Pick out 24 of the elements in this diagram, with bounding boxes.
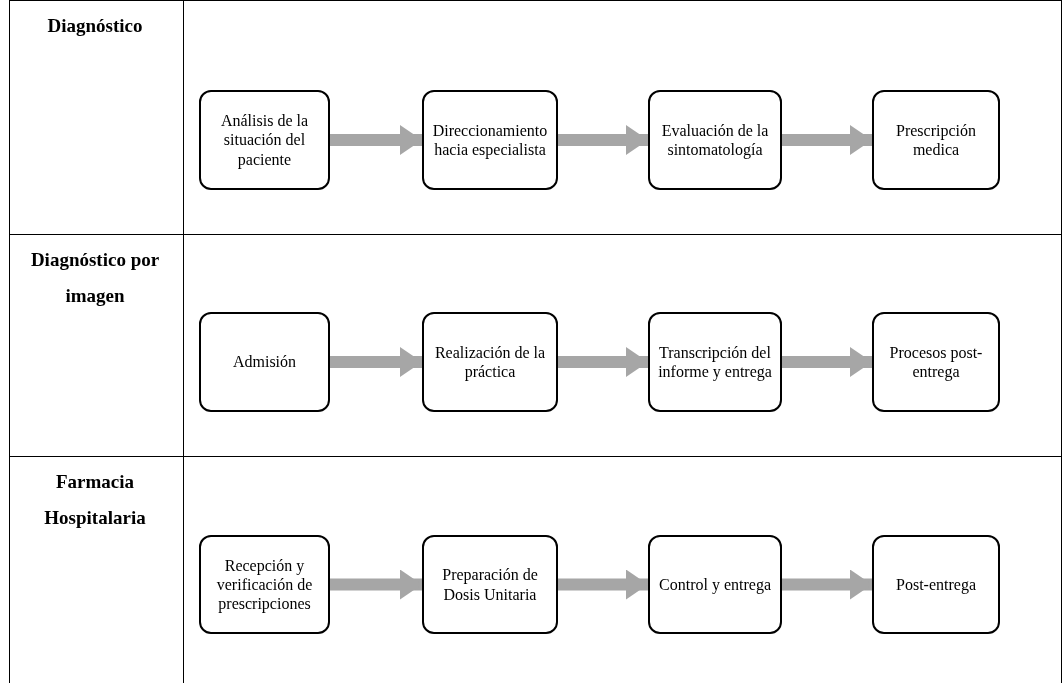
- process-box: Realización de la práctica: [422, 312, 558, 412]
- process-box: Prescripción medica: [872, 90, 1000, 190]
- block-arrow: [330, 569, 422, 600]
- block-arrow: [782, 125, 872, 155]
- process-box: Procesos post-entrega: [872, 312, 1000, 412]
- block-arrow: [782, 569, 872, 600]
- process-box: Análisis de la situación del paciente: [199, 90, 330, 190]
- row-heading: Diagnóstico: [46, 14, 144, 38]
- process-box: Transcripción del informe y entrega: [648, 312, 782, 412]
- row-heading: Diagnóstico por imagen: [30, 248, 160, 309]
- block-arrow: [558, 347, 648, 377]
- block-arrow: [330, 125, 422, 155]
- process-box: Evaluación de la sintomatología: [648, 90, 782, 190]
- block-arrow: [330, 347, 422, 377]
- row-heading: Farmacia Hospitalaria: [43, 470, 147, 531]
- block-arrow: [782, 347, 872, 377]
- process-box: Post-entrega: [872, 535, 1000, 634]
- process-box: Admisión: [199, 312, 330, 412]
- process-box: Preparación de Dosis Unitaria: [422, 535, 558, 634]
- process-box: Direccionamiento hacia especialista: [422, 90, 558, 190]
- block-arrow: [558, 125, 648, 155]
- process-box: Control y entrega: [648, 535, 782, 634]
- process-box: Recepción y verificación de prescripciones: [199, 535, 330, 634]
- block-arrow: [558, 569, 648, 600]
